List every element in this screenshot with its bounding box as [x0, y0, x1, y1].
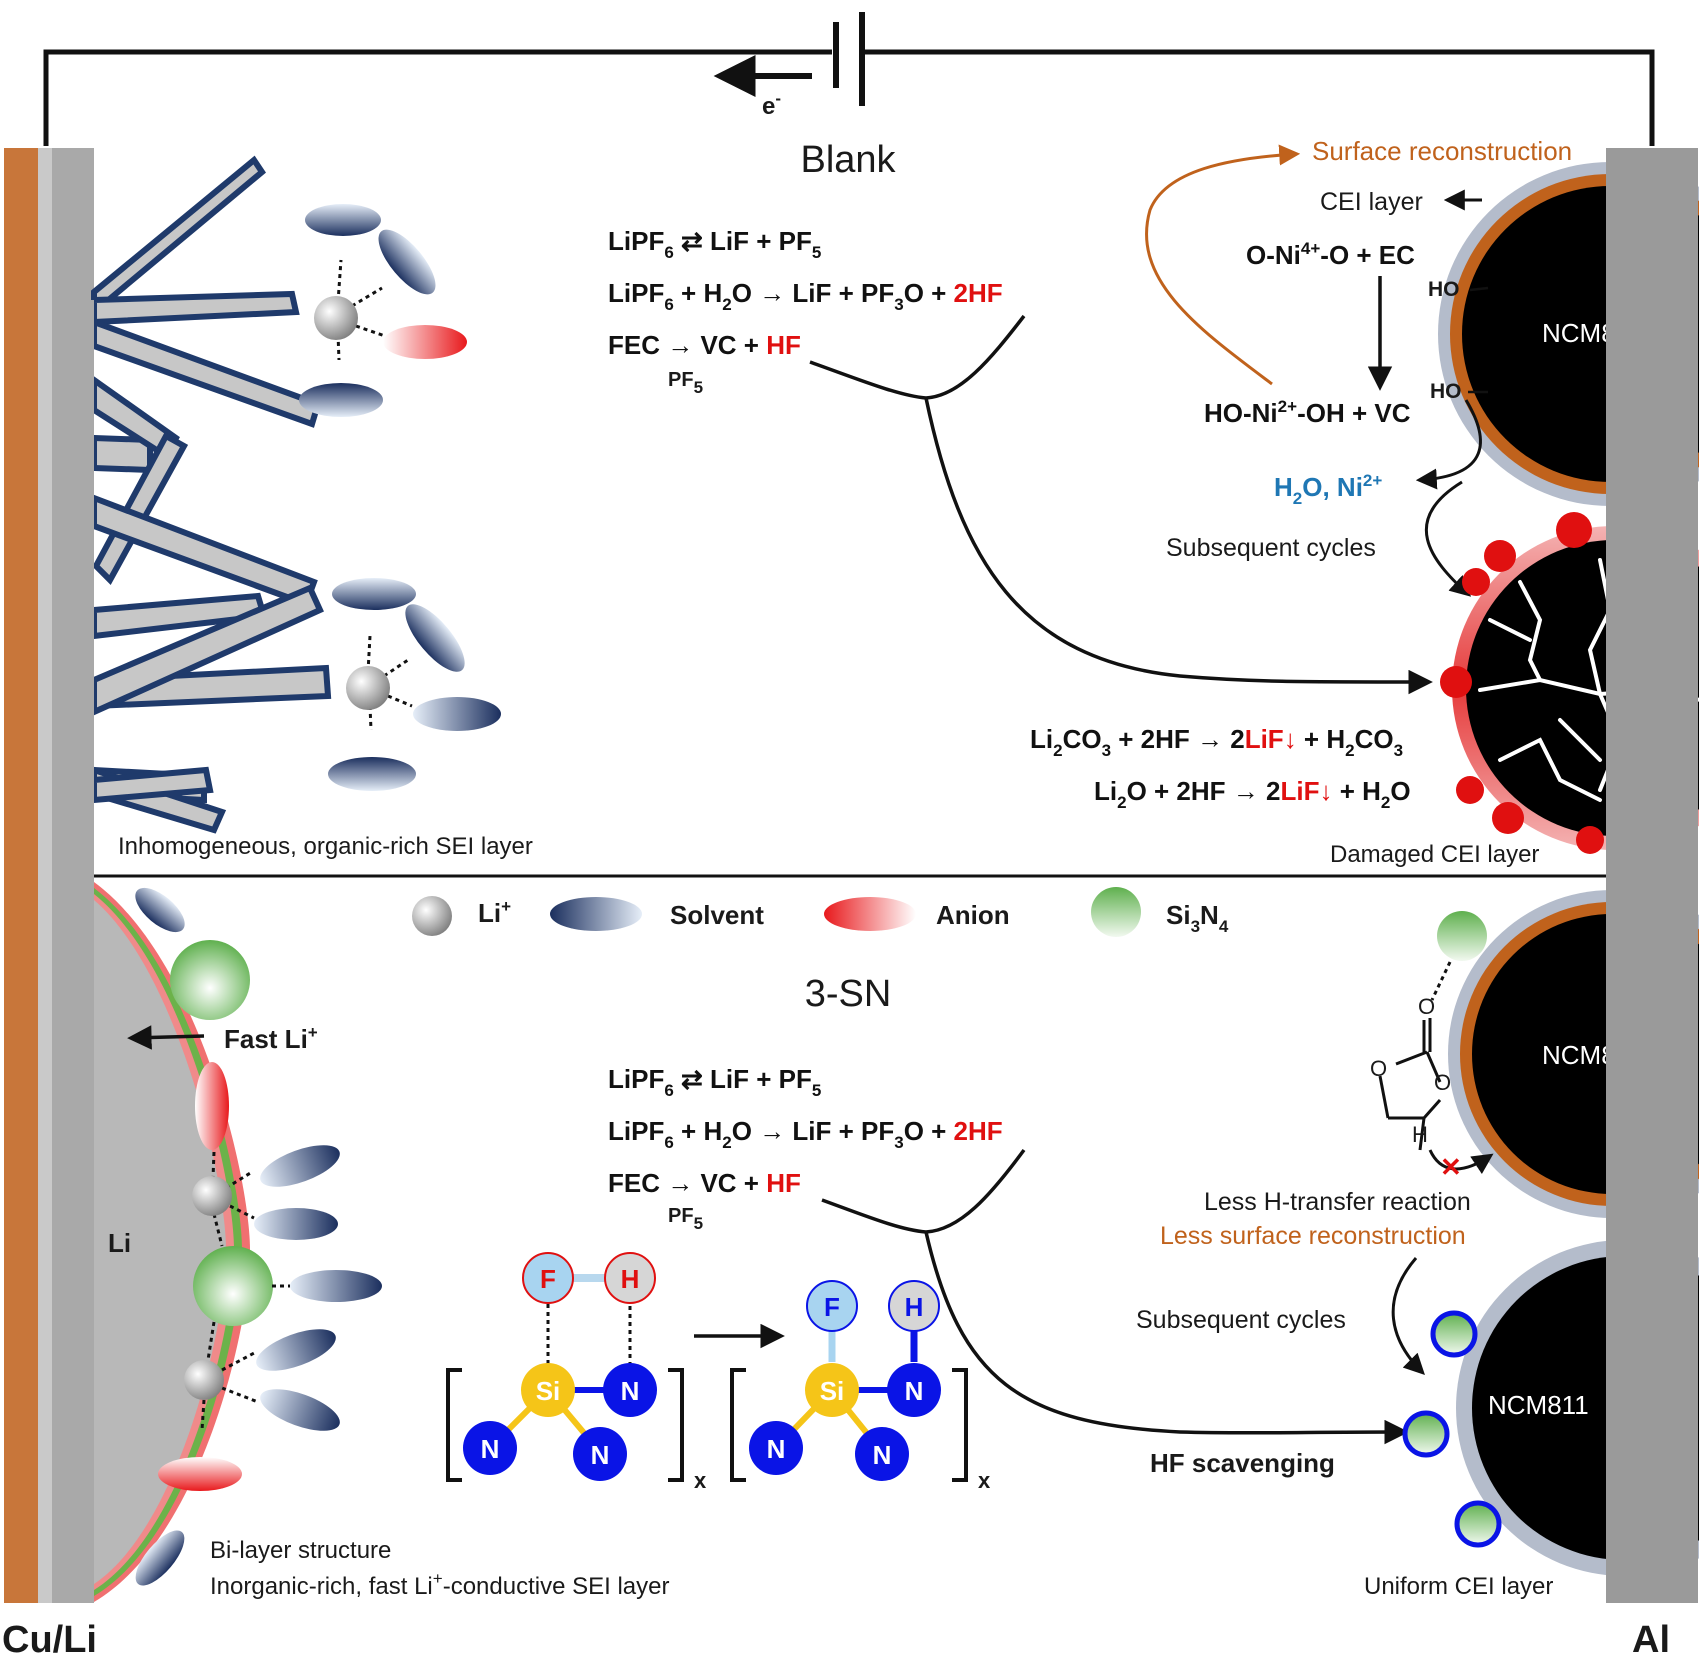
electron-label: e-: [762, 89, 781, 120]
atom-si-before: Si: [536, 1376, 561, 1406]
legend-si3n4-label: Si3N4: [1166, 900, 1229, 936]
subsequent-cycles-arrow-bottom: [1391, 1257, 1425, 1375]
surface-reconstruction-label: Surface reconstruction: [1312, 136, 1572, 166]
subscript-x-before: x: [694, 1468, 707, 1493]
equation-3: FEC → VC + HF: [608, 330, 801, 360]
equation-2-bottom: LiPF6 + H2O → LiF + PF3O + 2HF: [608, 1116, 1003, 1152]
atom-h-before: H: [621, 1264, 640, 1294]
inorganic-sei-label: Inorganic-rich, fast Li+-conductive SEI …: [210, 1569, 669, 1600]
sei-inhomogeneous-label: Inhomogeneous, organic-rich SEI layer: [118, 833, 533, 860]
lithium-bilayer-electrode: [94, 882, 250, 1602]
hf-scavenging-arrow: [924, 1231, 1409, 1445]
ec-molecule: [1378, 1018, 1442, 1151]
left-electrode: [4, 148, 94, 1603]
li2co3-equation: Li2CO3 + 2HF → 2LiF↓ + H2CO3: [1030, 724, 1403, 760]
damaged-cei-label: Damaged CEI layer: [1330, 841, 1539, 868]
ho-label-1: HO: [1428, 278, 1460, 301]
left-electrode-label: Cu/Li: [2, 1619, 97, 1659]
surface-reconstruction-arrow: [1145, 144, 1301, 386]
atom-n-after-1: N: [905, 1376, 924, 1406]
hf-scavenging-label: HF scavenging: [1150, 1448, 1335, 1478]
si3n4-structure-before: [446, 1252, 684, 1482]
si3n4-structure-after: [730, 1280, 968, 1482]
legend-anion-swatch: [824, 897, 916, 931]
equation-1-bottom: LiPF6 ⇄ LiF + PF5: [608, 1064, 821, 1100]
hf-merge-curve-bottom: [821, 1148, 1026, 1234]
oni-ec-label: O-Ni4+-O + EC: [1246, 239, 1415, 270]
ho-label-2: HO: [1430, 380, 1462, 403]
legend: Li+ Solvent Anion Si3N4: [412, 887, 1229, 937]
h2o-ni-label: H2O, Ni2+: [1274, 471, 1382, 508]
bilayer-label: Bi-layer structure: [210, 1537, 391, 1564]
ec-h-label: H: [1412, 1122, 1428, 1147]
atom-n-before-2: N: [481, 1434, 500, 1464]
solvation-cluster-top-2: [328, 578, 501, 791]
right-electrode-label: Al: [1632, 1619, 1670, 1659]
atom-n-after-2: N: [767, 1434, 786, 1464]
subsequent-cycles-top: Subsequent cycles: [1166, 534, 1376, 562]
legend-solvent-label: Solvent: [670, 900, 764, 930]
hf-attack-arrow-top: [924, 397, 1433, 695]
atom-n-after-3: N: [873, 1440, 892, 1470]
atom-h-after: H: [905, 1292, 924, 1322]
atom-n-before-3: N: [591, 1440, 610, 1470]
external-circuit: [43, 12, 1655, 146]
li-metal-label: Li: [108, 1228, 131, 1258]
solvation-cluster-bottom: [135, 887, 382, 1586]
legend-li-label: Li+: [478, 897, 511, 928]
uniform-cei-label: Uniform CEI layer: [1364, 1573, 1553, 1600]
legend-solvent-swatch: [550, 897, 642, 931]
bottom-equations: LiPF6 ⇄ LiF + PF5 LiPF6 + H2O → LiF + PF…: [608, 1064, 1003, 1233]
si3n4-adsorbed: [1437, 911, 1487, 961]
equation-2: LiPF6 + H2O → LiF + PF3O + 2HF: [608, 278, 1003, 314]
atom-si-after: Si: [820, 1376, 845, 1406]
solvation-cluster-top-1: [299, 204, 467, 417]
lithium-dendrites: [91, 155, 332, 834]
equation-1: LiPF6 ⇄ LiF + PF5: [608, 226, 821, 262]
cei-layer-label: CEI layer: [1320, 188, 1423, 216]
hf-merge-curve-top: [809, 314, 1026, 400]
right-electrode-front-bottom: [1606, 870, 1698, 1603]
fast-li-arrow: [127, 1025, 205, 1050]
legend-anion-label: Anion: [936, 900, 1010, 930]
equation-3-bottom: FEC → VC + HF: [608, 1168, 801, 1198]
li2o-equation: Li2O + 2HF → 2LiF↓ + H2O: [1094, 776, 1411, 812]
top-panel-title: Blank: [800, 139, 896, 181]
ec-o-left: O: [1370, 1056, 1387, 1081]
subscript-x-after: x: [978, 1468, 991, 1493]
atom-f-after: F: [824, 1292, 840, 1322]
subsequent-cycles-bottom: Subsequent cycles: [1136, 1306, 1346, 1334]
fast-li-label: Fast Li+: [224, 1023, 318, 1054]
blocked-cross: ✕: [1440, 1152, 1462, 1182]
bottom-panel-title: 3-SN: [805, 973, 892, 1015]
electrode-edge-mask: [78, 300, 94, 840]
atom-f-before: F: [540, 1264, 556, 1294]
h2o-release-arrow: [1415, 399, 1482, 490]
ec-o-top: O: [1418, 994, 1435, 1019]
legend-li-swatch: [412, 896, 452, 936]
honi-vc-label: HO-Ni2+-OH + VC: [1204, 397, 1411, 428]
equation-3-catalyst: PF5: [668, 369, 703, 397]
less-h-transfer-label: Less H-transfer reaction: [1204, 1188, 1471, 1216]
ncm811-label-bottom-2: NCM811: [1488, 1390, 1589, 1420]
subsequent-cycles-arrow-top: [1424, 480, 1472, 597]
top-equations: LiPF6 ⇄ LiF + PF5 LiPF6 + H2O → LiF + PF…: [608, 226, 1003, 397]
h-transfer-arrow: [1428, 1149, 1494, 1175]
less-surface-reconstruction-label: Less surface reconstruction: [1160, 1222, 1466, 1250]
legend-si3n4-swatch: [1091, 887, 1141, 937]
atom-n-before-1: N: [621, 1376, 640, 1406]
ec-o-right: O: [1434, 1070, 1451, 1095]
equation-3-catalyst-bottom: PF5: [668, 1205, 703, 1233]
